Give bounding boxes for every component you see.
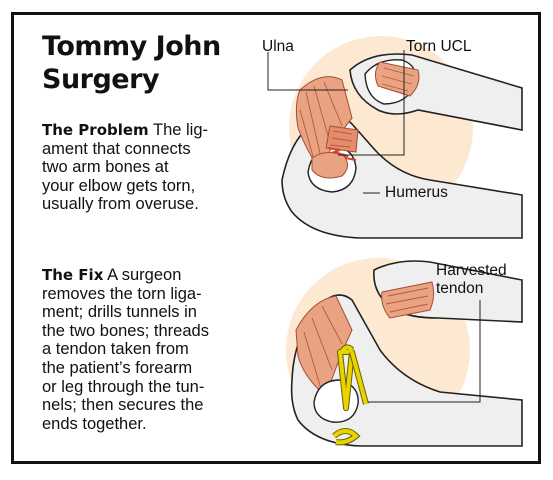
lower-cap [311, 152, 348, 179]
label-ulna-text: Ulna [262, 38, 294, 55]
fix-line-2: removes the torn liga- [42, 284, 202, 303]
fix-line-8: nels; then secures the [42, 396, 204, 415]
problem-line-3: two arm bones at [42, 158, 169, 177]
problem-heading: The Problem [42, 121, 149, 139]
fix-line-4: the two bones; threads [42, 321, 209, 340]
fix-line-6: the patient’s forearm [42, 358, 193, 377]
fix-head [313, 379, 359, 423]
fix-illustration [286, 258, 523, 447]
fix-line-1: A surgeon [107, 266, 182, 284]
ucl-top-muscle [374, 61, 420, 97]
harvested-leader [368, 300, 481, 403]
label-humerus-text: Humerus [385, 184, 448, 201]
problem-line-2: ament that connects [42, 139, 191, 158]
problem-illustration [267, 36, 523, 239]
label-torn-ucl-text: Torn UCL [406, 38, 472, 55]
label-humerus: Humerus [385, 184, 448, 202]
title-line-1: Tommy John [42, 31, 221, 62]
label-harvested-line-2: tendon [436, 280, 484, 297]
label-torn-ucl: Torn UCL [406, 38, 471, 56]
page-title: Tommy John Surgery [42, 30, 221, 96]
fix-line-9: ends together. [42, 414, 147, 433]
torn-ucl-leader [338, 50, 405, 156]
problem-line-4: your elbow gets torn, [42, 176, 196, 195]
fix-heading: The Fix [42, 266, 104, 284]
fix-paragraph: The Fix A surgeon removes the torn liga-… [42, 266, 257, 433]
problem-line-5: usually from overuse. [42, 195, 199, 214]
label-harvested-line-1: Harvested [436, 262, 507, 279]
label-harvested-tendon: Harvested tendon [436, 262, 507, 298]
problem-paragraph: The Problem The lig- ament that connects… [42, 121, 257, 214]
fix-line-7: or leg through the tun- [42, 377, 205, 396]
fix-line-5: a tendon taken from [42, 340, 189, 359]
ulna-leader [267, 52, 348, 91]
label-ulna: Ulna [262, 38, 294, 56]
title-line-2: Surgery [42, 64, 160, 95]
problem-line-1: The lig- [152, 121, 209, 139]
fix-line-3: ment; drills tunnels in [42, 303, 197, 322]
